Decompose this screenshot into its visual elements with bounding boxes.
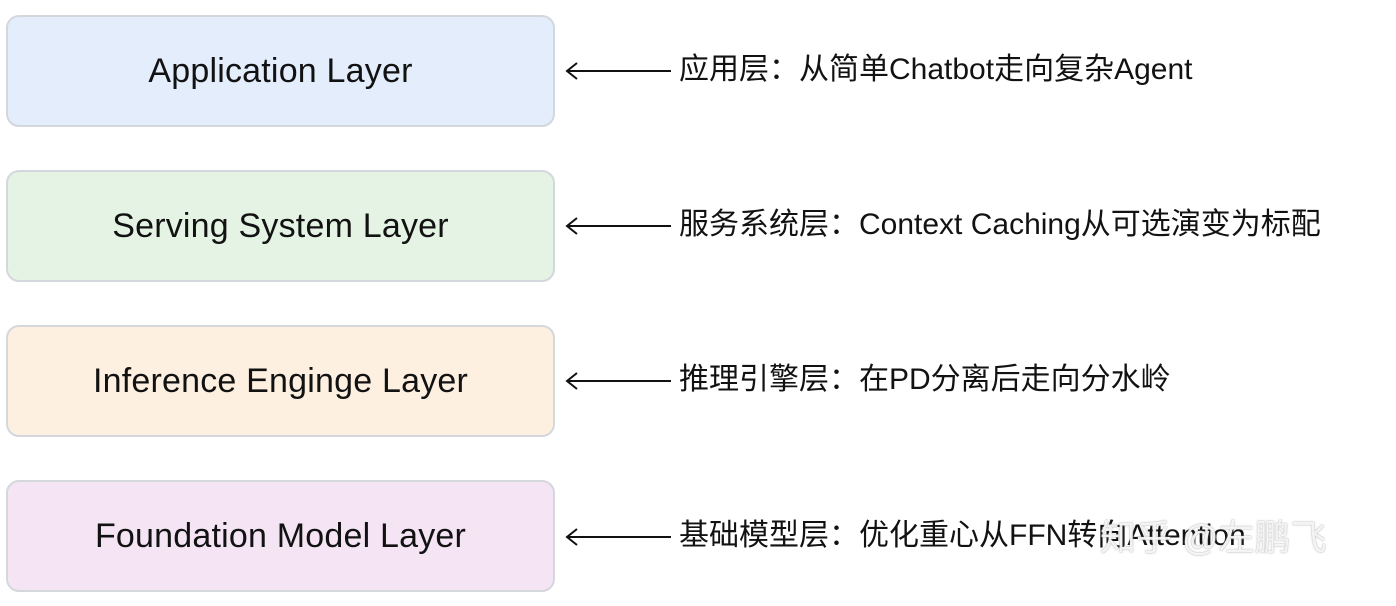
application-layer-box: Application Layer — [6, 15, 555, 127]
left-arrow-icon — [563, 371, 673, 391]
layer-label: Inference Enginge Layer — [92, 361, 469, 400]
foundation-model-layer-box: Foundation Model Layer — [6, 480, 555, 592]
layer-note: 基础模型层：优化重心从FFN转向Attention — [679, 519, 1246, 552]
layer-note: 服务系统层：Context Caching从可选演变为标配 — [679, 208, 1321, 241]
left-arrow-icon — [563, 216, 673, 236]
layer-note: 应用层：从简单Chatbot走向复杂Agent — [679, 53, 1193, 86]
layer-label: Foundation Model Layer — [94, 516, 467, 555]
left-arrow-icon — [563, 527, 673, 547]
watermark: 知乎 @左鹏飞 — [1100, 517, 1327, 558]
layer-label: Application Layer — [148, 51, 413, 90]
serving-system-layer-box: Serving System Layer — [6, 170, 555, 282]
layer-label: Serving System Layer — [112, 206, 449, 245]
left-arrow-icon — [563, 61, 673, 81]
layer-note: 推理引擎层：在PD分离后走向分水岭 — [679, 363, 1171, 396]
inference-engine-layer-box: Inference Enginge Layer — [6, 325, 555, 437]
